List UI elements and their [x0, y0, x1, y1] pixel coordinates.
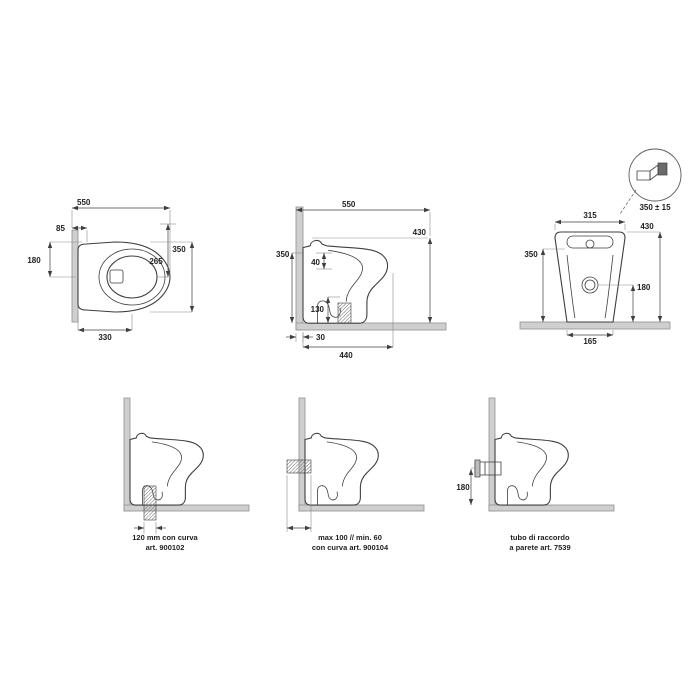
wall-section [295, 206, 304, 331]
caption-line-1: max 100 // min. 60 [318, 533, 382, 542]
floor-section [298, 504, 425, 512]
dim-side-550: 550 [342, 200, 356, 209]
dim-pipe-180: 180 [456, 483, 470, 492]
dim-rear-350: 350 [524, 250, 538, 259]
wall-section [123, 397, 131, 512]
side-view: 550 430 350 40 130 30 440 [276, 200, 447, 360]
offset-pipe-right [657, 162, 668, 176]
drain-hole-large [582, 277, 598, 293]
plan-dimensions: 550 85 180 265 350 330 [27, 198, 195, 342]
toilet-plan-outline [78, 242, 170, 312]
wall-section [71, 229, 79, 323]
detail-leader [619, 189, 637, 215]
wall-section [488, 397, 496, 512]
caption-line-2: a parete art. 7539 [509, 543, 570, 552]
dim-rear-180: 180 [637, 283, 651, 292]
flush-hole-small [586, 240, 594, 248]
dim-side-440: 440 [339, 351, 353, 360]
dim-rear-165: 165 [583, 337, 597, 346]
dim-rear-430: 430 [640, 222, 654, 231]
wall-drain-pipe-view: 180 tubo di raccordo a parete art. 7539 [456, 397, 615, 552]
plan-view: 550 85 180 265 350 330 [27, 198, 195, 342]
wall-drain-curve-view: max 100 // min. 60 con curva art. 900104 [286, 397, 425, 552]
floor-section [123, 504, 250, 512]
floor-section [295, 322, 447, 331]
toilet-side-outline [494, 432, 569, 506]
detail-label: 350 ± 15 [639, 203, 671, 212]
toilet-side-outline [304, 432, 379, 506]
floor-section [519, 321, 671, 330]
wall-section [298, 397, 306, 512]
toilet-rear-outline [555, 232, 625, 322]
dim-plan-180: 180 [27, 256, 41, 265]
drain-dim-marks [286, 475, 312, 532]
toilet-side-outline [129, 432, 204, 506]
caption-line-1: 120 mm con curva [132, 533, 198, 542]
dim-side-130: 130 [311, 305, 325, 314]
dim-plan-330: 330 [98, 333, 112, 342]
side-dimensions: 550 430 350 40 130 30 440 [276, 200, 433, 360]
caption-line-2: con curva art. 900104 [312, 543, 389, 552]
dim-plan-350: 350 [172, 245, 186, 254]
rear-view: 350 ± 15 315 350 180 [519, 148, 682, 346]
vertical-drain-pipe [143, 485, 157, 521]
dim-rear-315: 315 [583, 211, 597, 220]
connection-pipe [475, 459, 501, 478]
rear-dimensions: 315 350 180 165 430 [524, 211, 663, 346]
dim-plan-85: 85 [56, 224, 65, 233]
detail-circle: 350 ± 15 [619, 148, 682, 215]
pipe-height-dimension: 180 [456, 467, 475, 505]
caption-line-1: tubo di raccordo [510, 533, 570, 542]
dim-side-30: 30 [316, 333, 325, 342]
dim-side-40: 40 [311, 258, 320, 267]
floor-drain-view: 120 mm con curva art. 900102 [123, 397, 250, 552]
floor-drain-hatch [337, 302, 352, 324]
floor-section [488, 504, 615, 512]
dim-plan-550: 550 [77, 198, 91, 207]
caption-line-2: art. 900102 [146, 543, 185, 552]
dim-side-350: 350 [276, 250, 290, 259]
dim-side-430: 430 [413, 228, 427, 237]
flush-outlet-square [110, 270, 123, 283]
dim-plan-265: 265 [149, 257, 163, 266]
drain-dim-marks [134, 522, 166, 534]
horizontal-drain-pipe [286, 459, 312, 474]
